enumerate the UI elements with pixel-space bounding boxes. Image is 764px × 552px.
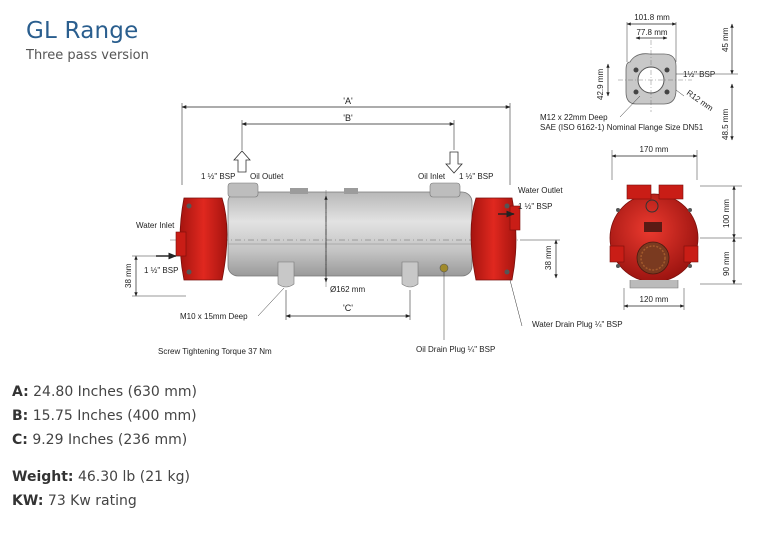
oil-inlet-label: Oil Inlet	[418, 172, 446, 181]
water-inlet-label: Water Inlet	[136, 221, 175, 230]
flange-note-1: M12 x 22mm Deep	[540, 113, 608, 122]
spec-b: B: 15.75 Inches (400 mm)	[12, 408, 197, 424]
page-subtitle: Three pass version	[26, 48, 149, 63]
dim-38-left: 38 mm	[124, 263, 133, 288]
flange-height-3: 48.5 mm	[721, 109, 730, 140]
oil-outlet-arrow-icon	[233, 150, 251, 173]
torque-label: Screw Tightening Torque 37 Nm	[158, 347, 272, 356]
left-end-cap	[179, 197, 228, 281]
flange-height-1: 45 mm	[721, 27, 730, 52]
spec-c-value: 9.29 Inches (236 mm)	[27, 432, 188, 448]
dim-38-right: 38 mm	[544, 245, 553, 270]
spec-weight-value: 46.30 lb (21 kg)	[73, 469, 190, 485]
spec-kw-value: 73 Kw rating	[43, 493, 137, 509]
diameter-label: Ø162 mm	[330, 285, 365, 294]
cooler-body	[227, 191, 473, 277]
spec-b-key: B:	[12, 408, 29, 424]
side-view: 'A' 'B' 1 ½" BSP Oil Outlet Oil Inlet 1 …	[124, 96, 623, 356]
oil-drain-plug-icon	[439, 263, 449, 273]
water-outlet-bsp: 1 ½" BSP	[518, 202, 552, 211]
oil-inlet-bsp: 1 ½" BSP	[459, 172, 493, 181]
dim-a-label: 'A'	[343, 96, 353, 106]
spec-b-value: 15.75 Inches (400 mm)	[28, 408, 197, 424]
end-base-width: 120 mm	[640, 295, 669, 304]
water-outlet-label: Water Outlet	[518, 186, 563, 195]
end-view: 170 mm 100 mm 90 mm 120 mm	[609, 145, 742, 310]
technical-drawing: 'A' 'B' 1 ½" BSP Oil Outlet Oil Inlet 1 …	[124, 13, 742, 356]
spec-weight: Weight: 46.30 lb (21 kg)	[12, 469, 190, 485]
m10-label: M10 x 15mm Deep	[180, 312, 248, 321]
spec-kw-key: KW:	[12, 493, 44, 509]
dim-b-label: 'B'	[343, 113, 353, 123]
spec-kw: KW: 73 Kw rating	[12, 493, 137, 509]
flange-view: 101.8 mm 77.8 mm 42.9 mm 45 mm 1½" BSP R…	[540, 13, 738, 141]
spec-a: A: 24.80 Inches (630 mm)	[12, 384, 197, 400]
water-inlet-bsp: 1 ½" BSP	[144, 266, 178, 275]
oil-outlet-bsp: 1 ½" BSP	[201, 172, 235, 181]
end-width: 170 mm	[640, 145, 669, 154]
spec-a-value: 24.80 Inches (630 mm)	[28, 384, 197, 400]
oil-drain-label: Oil Drain Plug ¼" BSP	[416, 345, 495, 354]
oil-inlet-arrow-icon	[445, 151, 463, 174]
dim-c-label: 'C'	[343, 303, 353, 313]
flange-height-2: 42.9 mm	[596, 69, 605, 100]
page-title: GL Range	[26, 18, 139, 44]
water-drain-label: Water Drain Plug ¼" BSP	[532, 320, 623, 329]
spec-c: C: 9.29 Inches (236 mm)	[12, 432, 187, 448]
oil-outlet-label: Oil Outlet	[250, 172, 284, 181]
spec-c-key: C:	[12, 432, 28, 448]
end-height-1: 100 mm	[722, 199, 731, 228]
right-end-cap	[470, 197, 517, 281]
end-height-2: 90 mm	[722, 251, 731, 276]
flange-note-2: SAE (ISO 6162-1) Nominal Flange Size DN5…	[540, 123, 704, 132]
spec-weight-key: Weight:	[12, 469, 74, 485]
flange-width-1: 101.8 mm	[634, 13, 670, 22]
flange-bsp: 1½" BSP	[683, 70, 715, 79]
flange-width-2: 77.8 mm	[636, 28, 667, 37]
spec-a-key: A:	[12, 384, 29, 400]
flange-radius: R12 mm	[685, 88, 715, 113]
